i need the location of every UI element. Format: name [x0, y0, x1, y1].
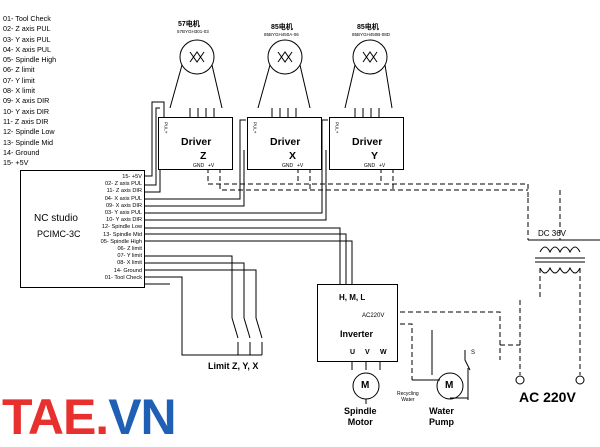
brand-part-2: VN	[108, 389, 176, 445]
recycling-water-label: Recycling Water	[397, 391, 419, 403]
controller-title: NC studio	[34, 213, 78, 224]
pin-pul: PUL+	[163, 122, 169, 134]
spindle-motor-symbol: M	[361, 380, 370, 391]
controller-pin: 13- Spindle Mid	[103, 231, 142, 238]
inverter: H, M, L AC220V Inverter U V W	[317, 284, 398, 362]
pin-vplus: +V	[297, 163, 304, 169]
legend-item: 15- +5V	[3, 158, 29, 168]
controller-pin: 14- Ground	[113, 267, 142, 274]
inverter-ac: AC220V	[362, 313, 385, 319]
controller-pin: 10- Y axis DIR	[106, 217, 142, 224]
legend-item: 04- X axis PUL	[3, 44, 51, 54]
legend-item: 03- Y axis PUL	[3, 34, 51, 44]
inverter-w: W	[380, 349, 387, 356]
controller-pin: 05- Spindle High	[100, 238, 142, 245]
controller-pin: 08- X limit	[117, 260, 142, 267]
controller-pin: 15- +5V	[122, 174, 142, 180]
legend-item: 05- Spindle High	[3, 55, 57, 65]
driver-x: PUL+ Driver X GND +V	[247, 117, 322, 170]
controller-pin: 04- X axis PUL	[104, 195, 142, 202]
controller-pin: 02- Z axis PUL	[105, 181, 142, 188]
ac-label: AC 220V	[519, 389, 576, 405]
legend-item: 12- Spindle Low	[3, 127, 55, 137]
legend-item: 13- Spindle Mid	[3, 137, 53, 147]
limit-label: Limit Z, Y, X	[208, 361, 259, 371]
motor-x-model: 85BYGH450A-06	[264, 32, 299, 37]
controller-pin: 06- Z limit	[117, 246, 142, 253]
controller-pin: 09- X axis DIR	[105, 202, 142, 209]
inverter-u: U	[350, 349, 356, 356]
controller-model: PCIMC-3C	[37, 229, 81, 239]
driver-axis: Z	[200, 150, 207, 162]
motor-y-model: 85BYGH450B-08D	[352, 32, 391, 37]
pin-vplus: +V	[208, 163, 215, 169]
controller-pin: 03- Y axis PUL	[104, 210, 142, 217]
inverter-title: Inverter	[340, 329, 374, 339]
pin-gnd: GND	[282, 163, 294, 169]
nc-studio-controller: NC studio PCIMC-3C 15- +5V 02- Z axis PU…	[20, 170, 145, 288]
motor-x-name: 85电机	[271, 24, 293, 31]
legend-item: 08- X limit	[3, 86, 35, 96]
driver-z: PUL+ Driver Z GND +V	[158, 117, 233, 170]
driver-label: Driver	[352, 136, 383, 148]
brand-part-1: TAE.	[2, 389, 109, 445]
driver-label: Driver	[181, 136, 212, 148]
inverter-hml: H, M, L	[339, 293, 366, 302]
spindle-motor-label: Spindle Motor	[344, 406, 377, 427]
pump-motor-symbol: M	[445, 380, 454, 391]
brand-logo: TAE.VN	[2, 389, 177, 445]
legend-item: 11- Z axis DIR	[3, 116, 49, 126]
pin-vplus: +V	[379, 163, 386, 169]
pin-gnd: GND	[193, 163, 205, 169]
driver-y: PUL+ Driver Y GND +V	[329, 117, 404, 170]
controller-pin: 01- Tool Check	[104, 274, 142, 281]
dc-label: DC 36V	[538, 229, 567, 238]
inverter-v: V	[365, 349, 370, 356]
legend-item: 07- Y limit	[3, 75, 35, 85]
driver-label: Driver	[270, 136, 301, 148]
pin-pul: PUL+	[334, 122, 340, 134]
water-pump-label: Water Pump	[429, 406, 455, 427]
legend-item: 06- Z limit	[3, 65, 35, 75]
controller-pin: 12- Spindle Low	[101, 224, 142, 231]
motor-z-model: 57BYGH301-03	[177, 29, 209, 34]
legend-item: 01- Tool Check	[3, 14, 51, 23]
controller-pin: 07- Y limit	[117, 253, 142, 260]
controller-pins: 15- +5V 02- Z axis PUL 11- Z axis DIR 04…	[101, 174, 142, 282]
switch-label: S	[471, 350, 476, 356]
legend-item: 02- Z axis PUL	[3, 24, 51, 34]
legend-item: 10- Y axis DIR	[3, 106, 50, 116]
legend-item: 09- X axis DIR	[3, 96, 50, 106]
pin-pul: PUL+	[252, 122, 258, 134]
pin-legend: 01- Tool Check 02- Z axis PUL 03- Y axis…	[3, 14, 56, 168]
driver-axis: Y	[371, 150, 379, 162]
motor-z-name: 57电机	[178, 21, 200, 28]
motor-y-name: 85电机	[357, 24, 379, 31]
controller-pin: 11- Z axis DIR	[106, 188, 142, 195]
legend-item: 14- Ground	[3, 147, 40, 157]
pin-gnd: GND	[364, 163, 376, 169]
driver-axis: X	[289, 150, 297, 162]
